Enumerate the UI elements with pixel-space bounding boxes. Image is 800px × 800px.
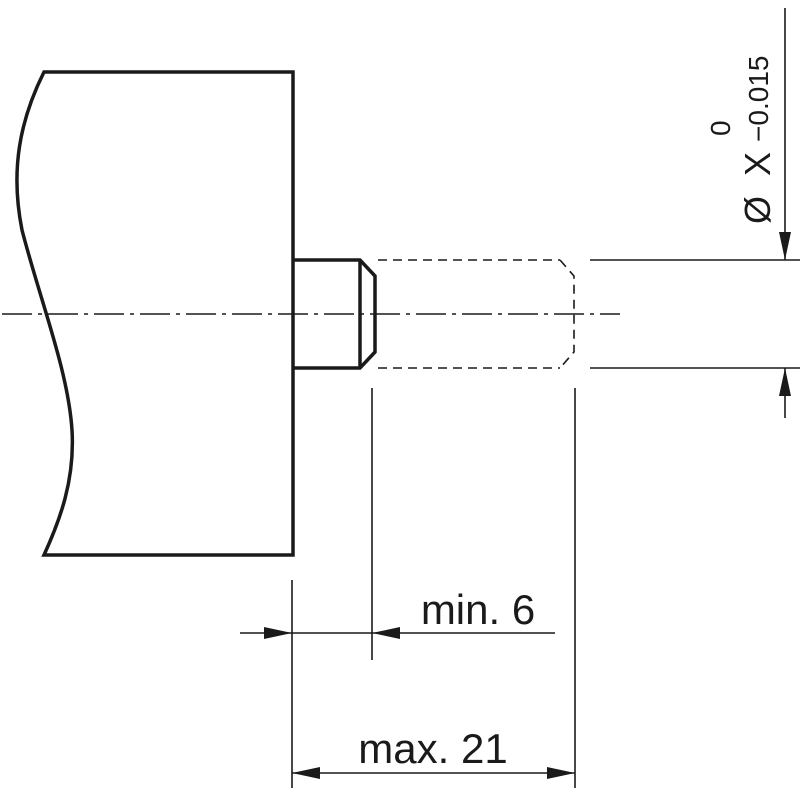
diameter-annotation: Ø X −0.015 0 bbox=[705, 56, 778, 224]
hidden-bore-end bbox=[559, 259, 575, 369]
max-dimension-label: max. 21 bbox=[358, 725, 507, 772]
min-arrow-left bbox=[372, 627, 400, 639]
diameter-upper-tolerance: 0 bbox=[705, 120, 736, 136]
diameter-arrow-down bbox=[779, 232, 791, 260]
svg-text:Ø X −0.015: Ø X −0.015 bbox=[737, 56, 778, 224]
max-arrow-left bbox=[292, 767, 320, 779]
diameter-base: X bbox=[737, 152, 778, 176]
diameter-lower-tolerance: −0.015 bbox=[743, 56, 774, 142]
diameter-arrow-up bbox=[779, 368, 791, 396]
min-arrow-right bbox=[264, 627, 292, 639]
min-dimension-label: min. 6 bbox=[421, 586, 535, 633]
diameter-symbol: Ø bbox=[737, 196, 778, 224]
housing-body bbox=[15, 70, 295, 557]
max-arrow-right bbox=[547, 767, 575, 779]
